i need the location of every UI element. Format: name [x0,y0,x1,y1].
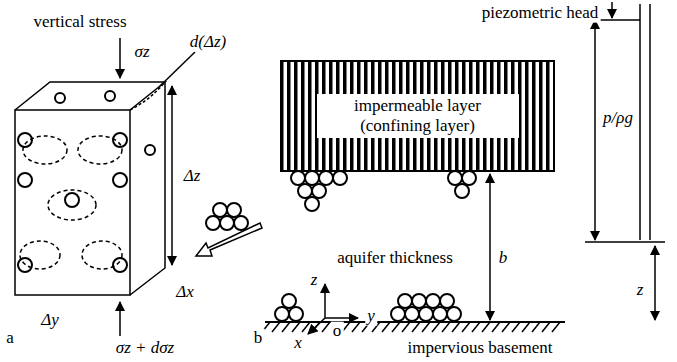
soil-element-cube [15,82,165,295]
diagram-label: Δx [174,283,196,302]
open-arrow [196,223,262,256]
diagram-label: x [292,334,304,353]
diagram-label: Δz [182,167,203,186]
diagram-label: σz + dσz [114,339,176,358]
aquifer-grains [275,171,476,321]
diagram-label: o [331,322,344,341]
stress-arrows [120,38,195,336]
confining-layer-hatch [282,62,553,170]
diagram-label: z [309,271,320,290]
grain-cluster [206,203,248,230]
layer-label: impermeable layer (confining layer) [317,94,519,137]
basement-line [262,322,565,332]
diagram-label: aquifer thickness [335,249,455,268]
diagram-label: Δy [39,311,61,330]
diagram-label: y [365,307,377,326]
confining-layer: impermeable layer (confining layer) [280,60,555,172]
diagram-label: b [252,329,265,348]
diagram-label: a [4,329,16,348]
diagram-label: p/ρg [601,109,635,128]
diagram-label: z [635,281,646,300]
diagram-label: σz [133,43,152,62]
diagram-label: b [497,249,510,268]
diagram-label: piezometric head [480,4,601,23]
dimension-arrows [490,2,665,320]
diagram-label: vertical stress [32,13,129,32]
diagram-label: d(Δz) [188,33,228,52]
diagram-label: impervious basement [406,339,555,358]
